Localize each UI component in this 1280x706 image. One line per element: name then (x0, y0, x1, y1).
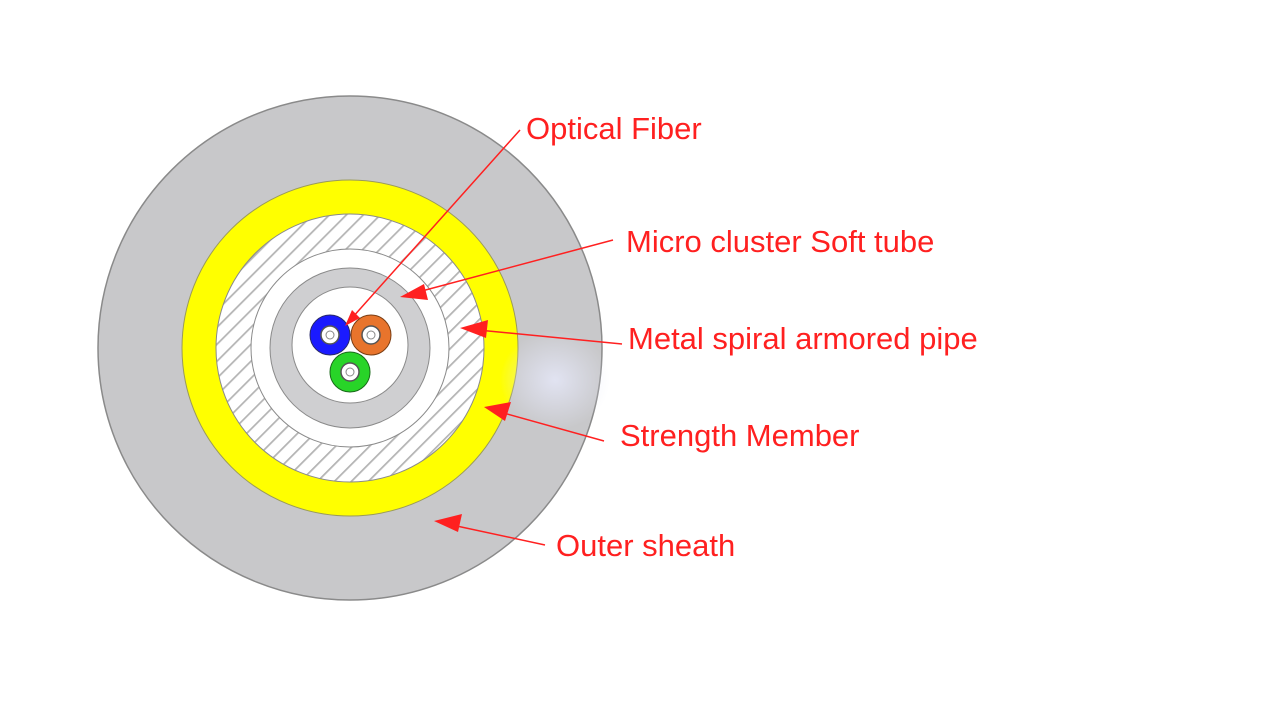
label-metal-spiral-armored-pipe: Metal spiral armored pipe (628, 321, 978, 356)
label-outer-sheath: Outer sheath (556, 528, 736, 563)
optical-fiber-orange (350, 314, 392, 356)
leader-outer-sheath (434, 514, 546, 546)
optical-fiber-green (329, 351, 371, 393)
label-optical-fiber: Optical Fiber (526, 111, 702, 146)
glare-artifact (500, 330, 610, 430)
optical-fiber-blue (309, 314, 351, 356)
leader-micro-cluster-soft-tube (400, 239, 614, 300)
label-micro-cluster-soft-tube: Micro cluster Soft tube (626, 224, 935, 259)
soft-tube-core (291, 286, 409, 404)
label-strength-member: Strength Member (620, 418, 860, 453)
leader-optical-fiber (345, 129, 521, 326)
leader-metal-spiral-armored-pipe (460, 320, 623, 345)
leader-strength-member (484, 402, 605, 442)
